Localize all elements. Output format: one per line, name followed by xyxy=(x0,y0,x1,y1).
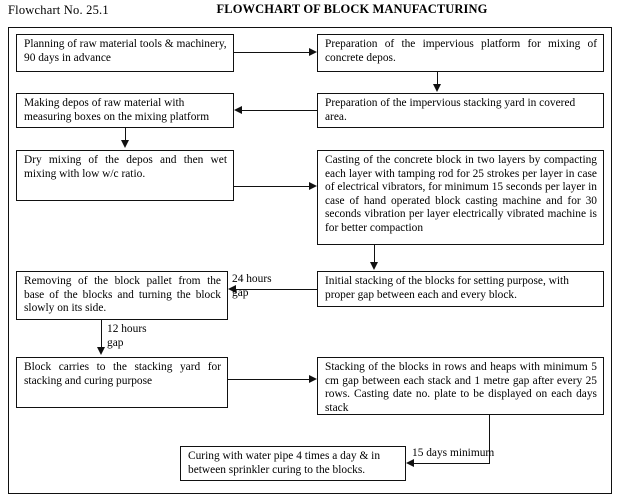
arrowhead-stacking-rows-to-curing xyxy=(406,459,414,467)
edge-initial-stacking-to-removing-pallet xyxy=(236,289,317,291)
node-casting: Casting of the concrete block in two lay… xyxy=(317,150,604,245)
edge-making-depos-to-dry-mixing xyxy=(125,128,127,141)
edge-stacking-yard-to-making-depos xyxy=(242,110,317,112)
arrowhead-casting-to-initial-stacking xyxy=(370,262,378,270)
arrowhead-making-depos-to-dry-mixing xyxy=(121,140,129,148)
edge-stacking-rows-to-curing-vertical xyxy=(489,415,491,464)
arrowhead-prep-platform-to-stacking-yard xyxy=(433,84,441,92)
page-title-text: FLOWCHART OF BLOCK MANUFACTURING xyxy=(216,2,488,16)
node-prep-stacking-yard: Preparation of the impervious stacking y… xyxy=(317,93,604,128)
node-planning: Planning of raw material tools & machine… xyxy=(16,34,234,72)
node-making-depos: Making depos of raw material with measur… xyxy=(16,93,234,128)
node-prep-platform: Preparation of the impervious platform f… xyxy=(317,34,604,72)
arrowhead-dry-mixing-to-casting xyxy=(309,182,317,190)
edge-block-carries-to-stacking-rows xyxy=(228,379,309,381)
arrowhead-initial-stacking-to-removing-pallet xyxy=(228,285,236,293)
arrowhead-planning-to-prep-platform xyxy=(309,48,317,56)
edge-label-15-days-minimum: 15 days minimum xyxy=(412,447,495,459)
chart-number-label: Flowchart No. 25.1 xyxy=(8,3,109,17)
node-dry-mixing: Dry mixing of the depos and then wet mix… xyxy=(16,150,234,201)
edge-dry-mixing-to-casting xyxy=(234,186,309,188)
page-title: FLOWCHART OF BLOCK MANUFACTURING xyxy=(0,2,620,17)
edge-stacking-rows-to-curing-horizontal xyxy=(414,463,490,465)
node-initial-stacking: Initial stacking of the blocks for setti… xyxy=(317,271,604,307)
edge-prep-platform-to-stacking-yard xyxy=(437,72,439,85)
edge-removing-pallet-to-block-carries xyxy=(101,320,103,348)
node-removing-pallet: Removing of the block pallet from the ba… xyxy=(16,271,228,320)
arrowhead-block-carries-to-stacking-rows xyxy=(309,375,317,383)
node-block-carries: Block carries to the stacking yard for s… xyxy=(16,357,228,408)
node-curing: Curing with water pipe 4 times a day & i… xyxy=(180,446,406,481)
arrowhead-removing-pallet-to-block-carries xyxy=(97,347,105,355)
edge-casting-to-initial-stacking xyxy=(374,245,376,263)
edge-label-24-hours-gap: 24 hours gap xyxy=(232,273,272,299)
edge-planning-to-prep-platform xyxy=(234,52,309,54)
edge-label-12-hours-gap: 12 hours gap xyxy=(107,323,147,349)
arrowhead-stacking-yard-to-making-depos xyxy=(234,106,242,114)
node-stacking-rows: Stacking of the blocks in rows and heaps… xyxy=(317,357,604,415)
